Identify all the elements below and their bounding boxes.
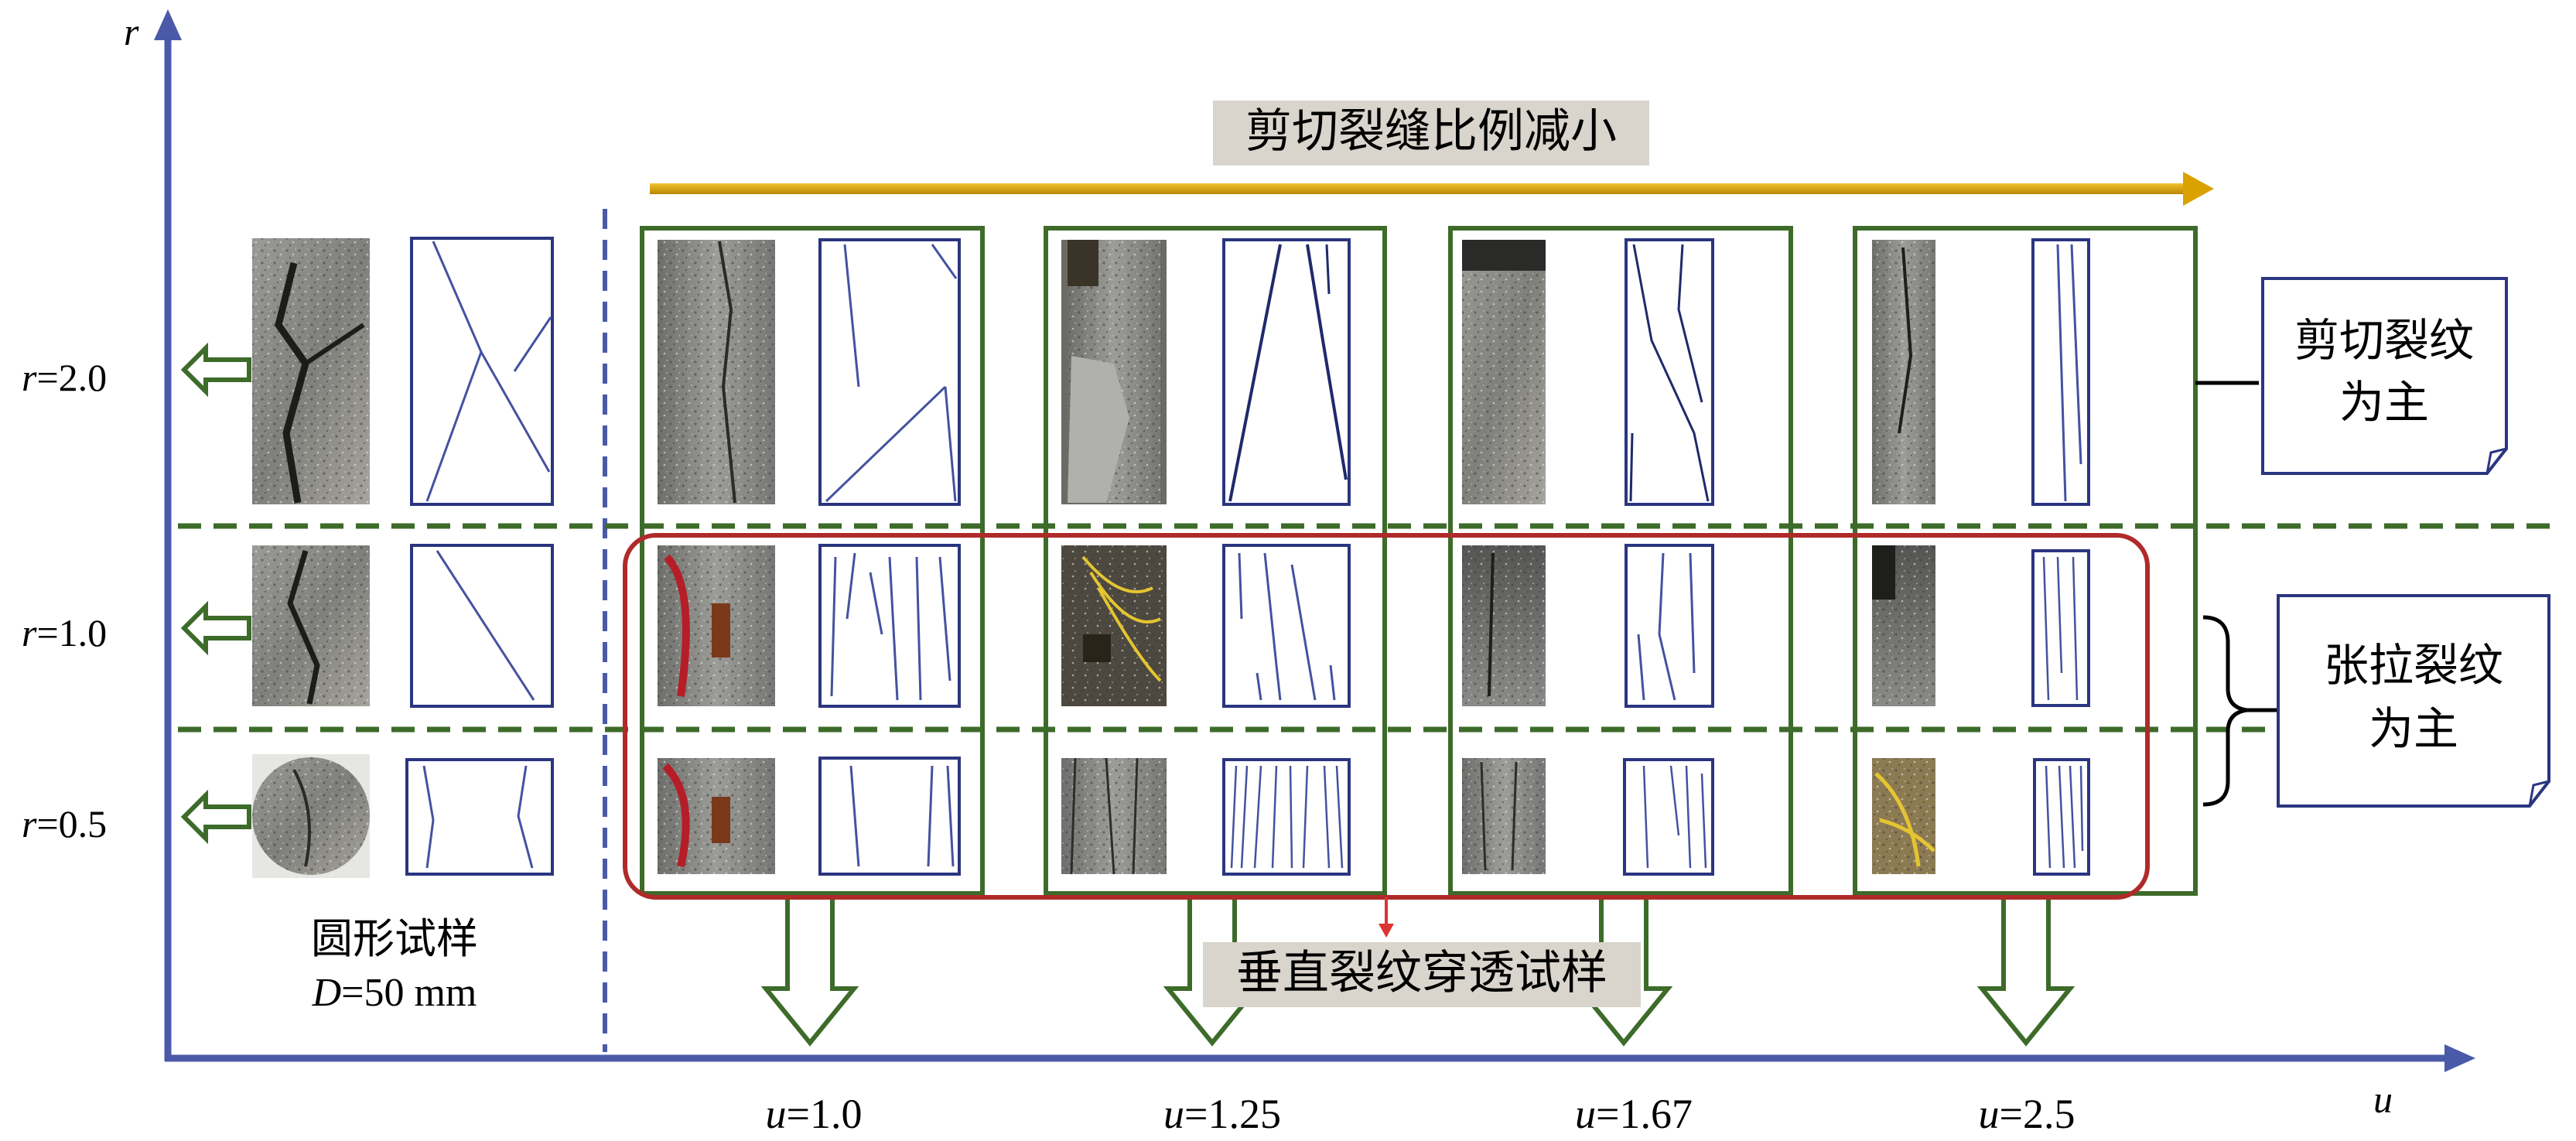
specimen-photo: [252, 754, 370, 878]
callout-shear-line2: 为主: [2339, 377, 2429, 428]
callout-fold: [2528, 780, 2550, 807]
gold-arrow-shaft: [650, 183, 2197, 194]
specimen-photo: [1462, 240, 1546, 504]
green-frame: [640, 226, 985, 896]
column-group-u-1.25: u=1.25: [1044, 226, 1387, 1137]
specimen-photo: [1872, 758, 1935, 874]
crack-sketch: [410, 237, 554, 506]
svg-text:r=0.5: r=0.5: [22, 802, 107, 846]
crack-sketch: [1625, 544, 1714, 708]
hollow-down-arrow-icon: [1976, 896, 2075, 1047]
hollow-left-arrow-icon: [180, 789, 251, 845]
column-group-u-2.5: u=2.5: [1853, 226, 2198, 1137]
specimen-photo: [1061, 757, 1167, 875]
gold-arrow-head: [2183, 172, 2214, 206]
bottom-banner-text: 垂直裂纹穿透试样: [1236, 948, 1607, 999]
crack-sketch: [410, 544, 554, 708]
specimen-photo: [252, 545, 370, 706]
hollow-down-arrow-icon: [760, 896, 859, 1047]
callout-shear-line1: 剪切裂纹: [2294, 316, 2474, 366]
crack-sketch: [2031, 238, 2090, 506]
row-label-r-2.0: r=2.0: [22, 342, 251, 399]
red-pointer-arrowhead: [1379, 924, 1394, 938]
row-label-r-1.0: r=1.0: [22, 600, 251, 656]
crack-sketch: [818, 757, 961, 876]
callout-box: [2277, 594, 2550, 808]
green-frame: [1853, 226, 2198, 896]
green-frame: [1044, 226, 1387, 896]
crack-sketch: [1222, 758, 1351, 876]
crack-sketch: [2033, 758, 2090, 876]
bottom-banner-bg: [1203, 942, 1641, 1007]
reference-specimens: 圆形试样 D=50 mm: [252, 237, 554, 1015]
callout-shear: 剪切裂纹 为主: [2195, 277, 2508, 475]
specimen-photo: [1872, 240, 1935, 504]
specimen-photo: [252, 238, 370, 504]
axes: r u: [124, 9, 2475, 1121]
crack-sketch: [818, 238, 961, 506]
x-axis-arrowhead: [2444, 1044, 2475, 1072]
column-label-u-2.5: u=2.5: [1979, 1091, 2075, 1137]
callout-tensile: 张拉裂纹 为主: [2202, 594, 2550, 808]
y-axis-symbol: r: [124, 10, 139, 53]
column-group-u-1.0: u=1.0: [640, 226, 985, 1137]
specimen-photo: [1462, 758, 1546, 874]
callout-tensile-line2: 为主: [2369, 704, 2458, 754]
top-banner-text: 剪切裂缝比例减小: [1245, 106, 1617, 157]
x-axis-symbol: u: [2373, 1078, 2393, 1121]
specimen-photo: [1061, 545, 1167, 706]
crack-sketch: [1222, 544, 1351, 708]
specimen-photo: [1061, 240, 1167, 504]
green-frame: [1448, 226, 1793, 896]
specimen-photo: [658, 758, 775, 874]
top-banner: 剪切裂缝比例减小: [650, 101, 2214, 206]
callout-fold: [2485, 447, 2507, 474]
svg-text:r=2.0: r=2.0: [22, 356, 107, 399]
y-axis-arrowhead: [154, 9, 182, 40]
hollow-left-arrow-icon: [180, 600, 251, 656]
crack-sketch: [405, 758, 554, 876]
crack-sketch: [2031, 549, 2090, 707]
specimen-photo: [658, 545, 775, 706]
crack-sketch: [1625, 238, 1714, 506]
specimen-photo: [1462, 545, 1546, 706]
crack-sketch: [1623, 758, 1714, 876]
hollow-left-arrow-icon: [180, 342, 251, 398]
specimen-photo: [1872, 545, 1935, 706]
column-label-u-1.0: u=1.0: [766, 1091, 863, 1137]
callout-box: [2261, 277, 2508, 475]
crack-sketch: [818, 544, 961, 708]
reference-label-line1: 圆形试样: [311, 916, 478, 962]
specimen-photo: [658, 240, 775, 504]
reference-label-line2: D=50 mm: [312, 971, 477, 1015]
callout-tensile-line1: 张拉裂纹: [2324, 641, 2503, 691]
svg-text:r=1.0: r=1.0: [22, 611, 107, 654]
top-banner-bg: [1213, 101, 1649, 166]
bottom-banner: 垂直裂纹穿透试样: [1203, 942, 1641, 1007]
column-label-u-1.25: u=1.25: [1163, 1091, 1281, 1137]
crack-sketch: [1222, 238, 1351, 506]
curly-brace: [2202, 615, 2248, 807]
column-label-u-1.67: u=1.67: [1575, 1091, 1693, 1137]
row-label-r-0.5: r=0.5: [22, 789, 251, 846]
